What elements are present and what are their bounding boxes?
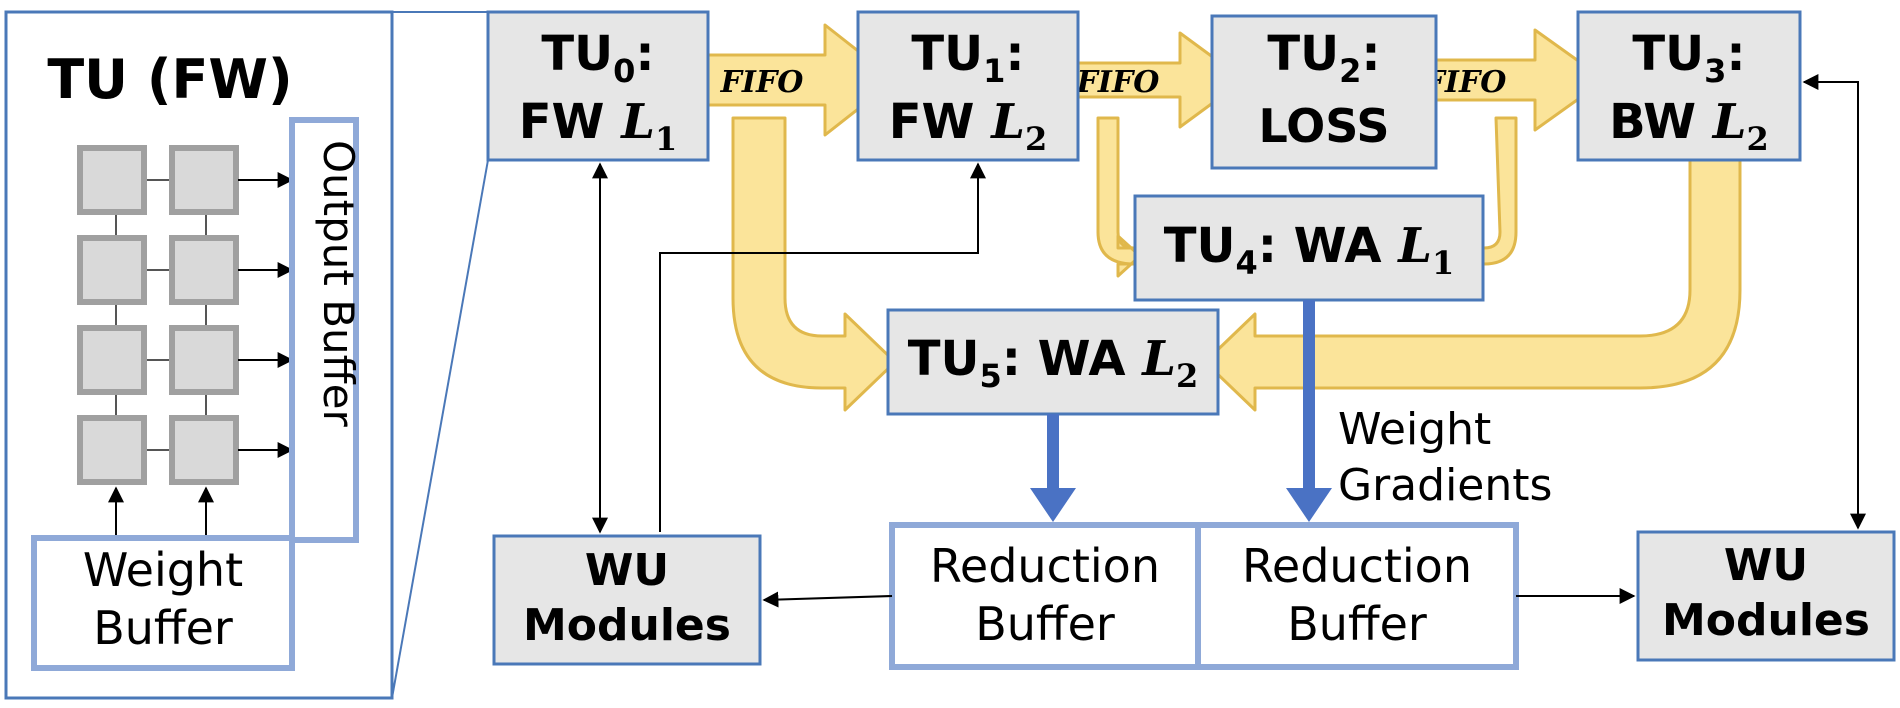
reduction-buffer-right <box>1195 522 1519 670</box>
pe-cell <box>169 145 239 215</box>
reduction-right-line2: Buffer <box>1287 597 1427 651</box>
weight-buffer-line1: Weight <box>83 543 243 597</box>
tu3-op: BW <box>1609 94 1696 150</box>
inset-title: TU (FW) <box>47 48 292 111</box>
tu5-box: TU5: WA L2 <box>886 308 1220 416</box>
weight-buffer <box>31 535 295 671</box>
weight-gradients-line2: Gradients <box>1338 460 1552 511</box>
svg-text:TU4: WA L1: TU4: WA L1 <box>1164 218 1455 282</box>
svg-text:FW L1: FW L1 <box>519 94 677 158</box>
flow-tu1-to-tu4 <box>1096 116 1142 278</box>
tu4-box: TU4: WA L1 <box>1133 194 1485 302</box>
reduction-left-line2: Buffer <box>975 597 1115 651</box>
zoom-line-bottom <box>391 159 489 699</box>
reduction-right-line1: Reduction <box>1242 539 1472 593</box>
tu5-name: TU <box>908 331 980 387</box>
svg-text:TU2:: TU2: <box>1267 26 1380 90</box>
pe-cell <box>77 325 147 395</box>
fifo-label-1: FIFO <box>720 65 804 100</box>
data-flow-arrows <box>674 23 1742 412</box>
tu0-sub: 0 <box>613 52 635 90</box>
tu5-layer-sub: 2 <box>1176 357 1198 395</box>
tu3-layer-sub: 2 <box>1747 120 1769 158</box>
wu-modules-right: WU Modules <box>1636 530 1896 662</box>
reduction-buffer-left <box>889 522 1201 670</box>
pe-cell <box>169 235 239 305</box>
tu1-sub: 1 <box>983 52 1005 90</box>
tu3-layer-var: L <box>1711 94 1747 150</box>
gradient-arrows <box>1030 300 1332 522</box>
pe-cell <box>77 415 147 485</box>
tu1-box: TU1: FW L2 <box>856 10 1080 162</box>
tu4-colon: : WA <box>1258 218 1382 274</box>
flow-tu0-to-tu5 <box>731 116 897 412</box>
tu2-name: TU <box>1267 26 1339 82</box>
tu2-colon: : <box>1361 26 1380 82</box>
reduction-buffers: Reduction Buffer Reduction Buffer <box>889 522 1519 670</box>
tu0-layer-var: L <box>619 94 655 150</box>
tu2-sub: 2 <box>1339 52 1361 90</box>
wu-right-line2: Modules <box>1662 595 1870 646</box>
tu4-sub: 4 <box>1235 244 1257 282</box>
gradient-arrow-tu5-head <box>1030 488 1076 522</box>
svg-text:TU3:: TU3: <box>1632 26 1745 90</box>
output-buffer <box>289 117 359 543</box>
tu4-layer-sub: 1 <box>1432 244 1454 282</box>
tu1-name: TU <box>911 26 983 82</box>
tu4-name: TU <box>1164 218 1236 274</box>
link-tu3-wu <box>1802 74 1866 530</box>
pe-cell <box>77 235 147 305</box>
tu1-op: FW <box>889 94 975 150</box>
wu-modules-left: WU Modules <box>492 534 762 666</box>
flow-tu3-to-tu5 <box>1203 158 1742 412</box>
svg-text:TU5: WA L2: TU5: WA L2 <box>908 331 1199 395</box>
tu3-colon: : <box>1726 26 1745 82</box>
reduction-left-line1: Reduction <box>930 539 1160 593</box>
fifo-label-2: FIFO <box>1076 65 1160 100</box>
wu-left-line1: WU <box>585 545 669 596</box>
svg-text:TU1:: TU1: <box>911 26 1024 90</box>
tu-fw-inset: TU (FW) Outp <box>4 10 489 700</box>
tu3-name: TU <box>1632 26 1704 82</box>
tu0-layer-sub: 1 <box>655 120 677 158</box>
weight-buffer-line2: Buffer <box>93 601 233 655</box>
pe-cell <box>169 415 239 485</box>
svg-text:FW L2: FW L2 <box>889 94 1047 158</box>
pe-grid <box>77 145 294 538</box>
gradient-arrow-tu4-head <box>1286 488 1332 522</box>
tu1-layer-sub: 2 <box>1025 120 1047 158</box>
tu2-op: LOSS <box>1259 99 1390 153</box>
tu0-box: TU0: FW L1 <box>486 10 710 162</box>
svg-text:BW L2: BW L2 <box>1609 94 1769 158</box>
tu1-layer-var: L <box>989 94 1025 150</box>
tu3-box: TU3: BW L2 <box>1576 10 1802 162</box>
output-buffer-label: Output Buffer <box>314 140 363 427</box>
control-connectors <box>592 74 1866 608</box>
wu-right-line1: WU <box>1724 540 1808 591</box>
tu3-sub: 3 <box>1704 52 1726 90</box>
tu4-layer-var: L <box>1396 218 1432 274</box>
wu-left-line2: Modules <box>523 600 731 651</box>
tu0-name: TU <box>541 26 613 82</box>
pe-cell <box>77 145 147 215</box>
tu1-colon: : <box>1005 26 1024 82</box>
link-wu-tu1 <box>659 162 986 532</box>
tu2-box: TU2: LOSS <box>1210 14 1438 170</box>
link-reduction-wu-left <box>762 591 893 608</box>
tu5-colon: : WA <box>1002 331 1126 387</box>
tu5-layer-var: L <box>1140 331 1176 387</box>
pe-cell <box>169 325 239 395</box>
weight-gradients-line1: Weight <box>1338 404 1491 455</box>
svg-text:TU0:: TU0: <box>541 26 654 90</box>
tu5-sub: 5 <box>979 357 1001 395</box>
tu0-op: FW <box>519 94 605 150</box>
tu0-colon: : <box>635 26 654 82</box>
